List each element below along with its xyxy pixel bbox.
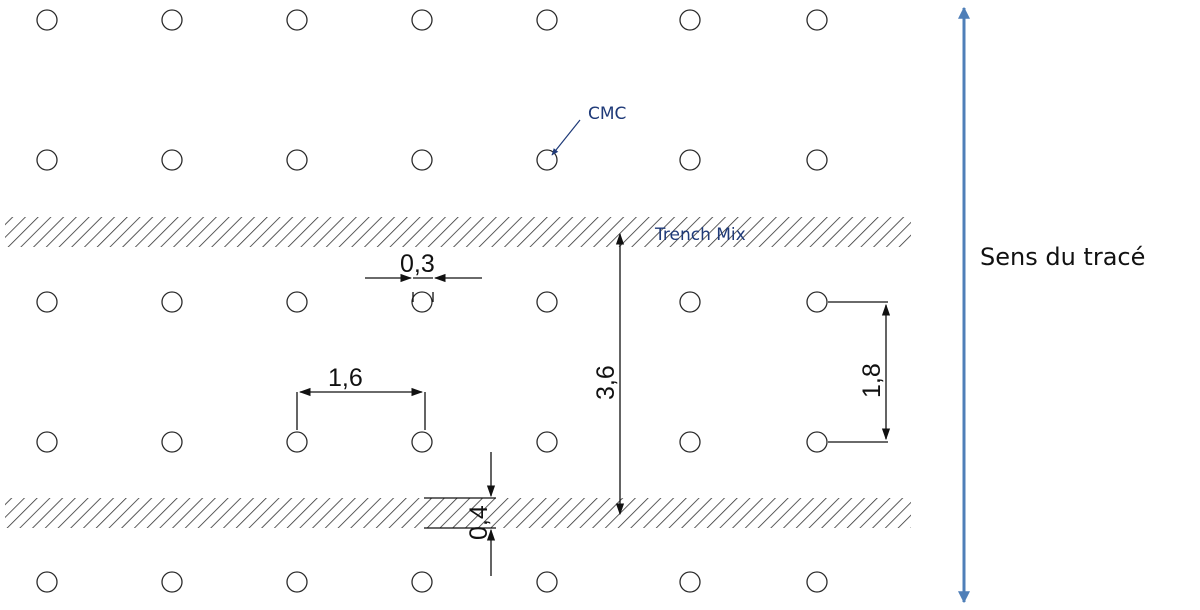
dim-label-1-6: 1,6 — [328, 364, 363, 392]
dimension-spacing-longitudinal: 1,6 — [296, 364, 426, 430]
trench-band-top — [5, 217, 911, 247]
trench-band-bottom — [5, 498, 911, 528]
cmc-column-circle — [536, 571, 558, 593]
cmc-column-circle — [161, 431, 183, 453]
cmc-column-circle — [806, 149, 828, 171]
cmc-column-circle — [411, 571, 433, 593]
cmc-column-circle — [286, 431, 308, 453]
cmc-column-circle — [411, 431, 433, 453]
cmc-column-circle — [286, 571, 308, 593]
cmc-column-circle — [679, 431, 701, 453]
cmc-column-circle — [36, 571, 58, 593]
direction-label: Sens du tracé — [980, 243, 1145, 271]
cmc-leader-line — [551, 119, 581, 156]
cmc-column-circle — [411, 9, 433, 31]
dim-label-0-4: 0,4 — [465, 505, 493, 540]
cmc-column-circle — [536, 291, 558, 313]
dimension-trench-width: 0,4 — [424, 452, 496, 576]
cmc-column-circle — [679, 291, 701, 313]
cmc-column-circle — [806, 571, 828, 593]
cmc-column-circle — [161, 149, 183, 171]
cmc-column-circle — [536, 431, 558, 453]
cmc-column-circle — [36, 431, 58, 453]
cmc-column-grid — [36, 9, 828, 593]
cmc-column-circle — [286, 291, 308, 313]
trench-mix-label: Trench Mix — [654, 225, 746, 245]
cmc-column-circle — [36, 291, 58, 313]
dimension-trench-spacing: 3,6 — [592, 232, 625, 516]
cmc-column-circle — [806, 291, 828, 313]
cmc-column-circle — [286, 149, 308, 171]
cmc-column-circle — [679, 9, 701, 31]
cmc-column-circle — [411, 291, 433, 313]
cmc-column-circle — [161, 571, 183, 593]
cmc-column-circle — [679, 571, 701, 593]
cmc-column-circle — [161, 9, 183, 31]
cmc-column-circle — [161, 291, 183, 313]
cmc-label: CMC — [588, 104, 626, 124]
cmc-column-circle — [36, 149, 58, 171]
cmc-column-circle — [411, 149, 433, 171]
cmc-column-circle — [806, 431, 828, 453]
dim-label-1-8: 1,8 — [858, 363, 886, 398]
cmc-column-circle — [679, 149, 701, 171]
dimension-spacing-transversal: 1,8 — [828, 301, 891, 443]
cmc-column-circle — [286, 9, 308, 31]
cmc-column-circle — [806, 9, 828, 31]
dim-label-3-6: 3,6 — [592, 365, 620, 400]
cmc-column-circle — [36, 9, 58, 31]
cmc-column-circle — [536, 149, 558, 171]
dimension-column-diameter: 0,3 — [365, 250, 482, 302]
dim-label-0-3: 0,3 — [400, 250, 435, 278]
cmc-column-circle — [536, 9, 558, 31]
